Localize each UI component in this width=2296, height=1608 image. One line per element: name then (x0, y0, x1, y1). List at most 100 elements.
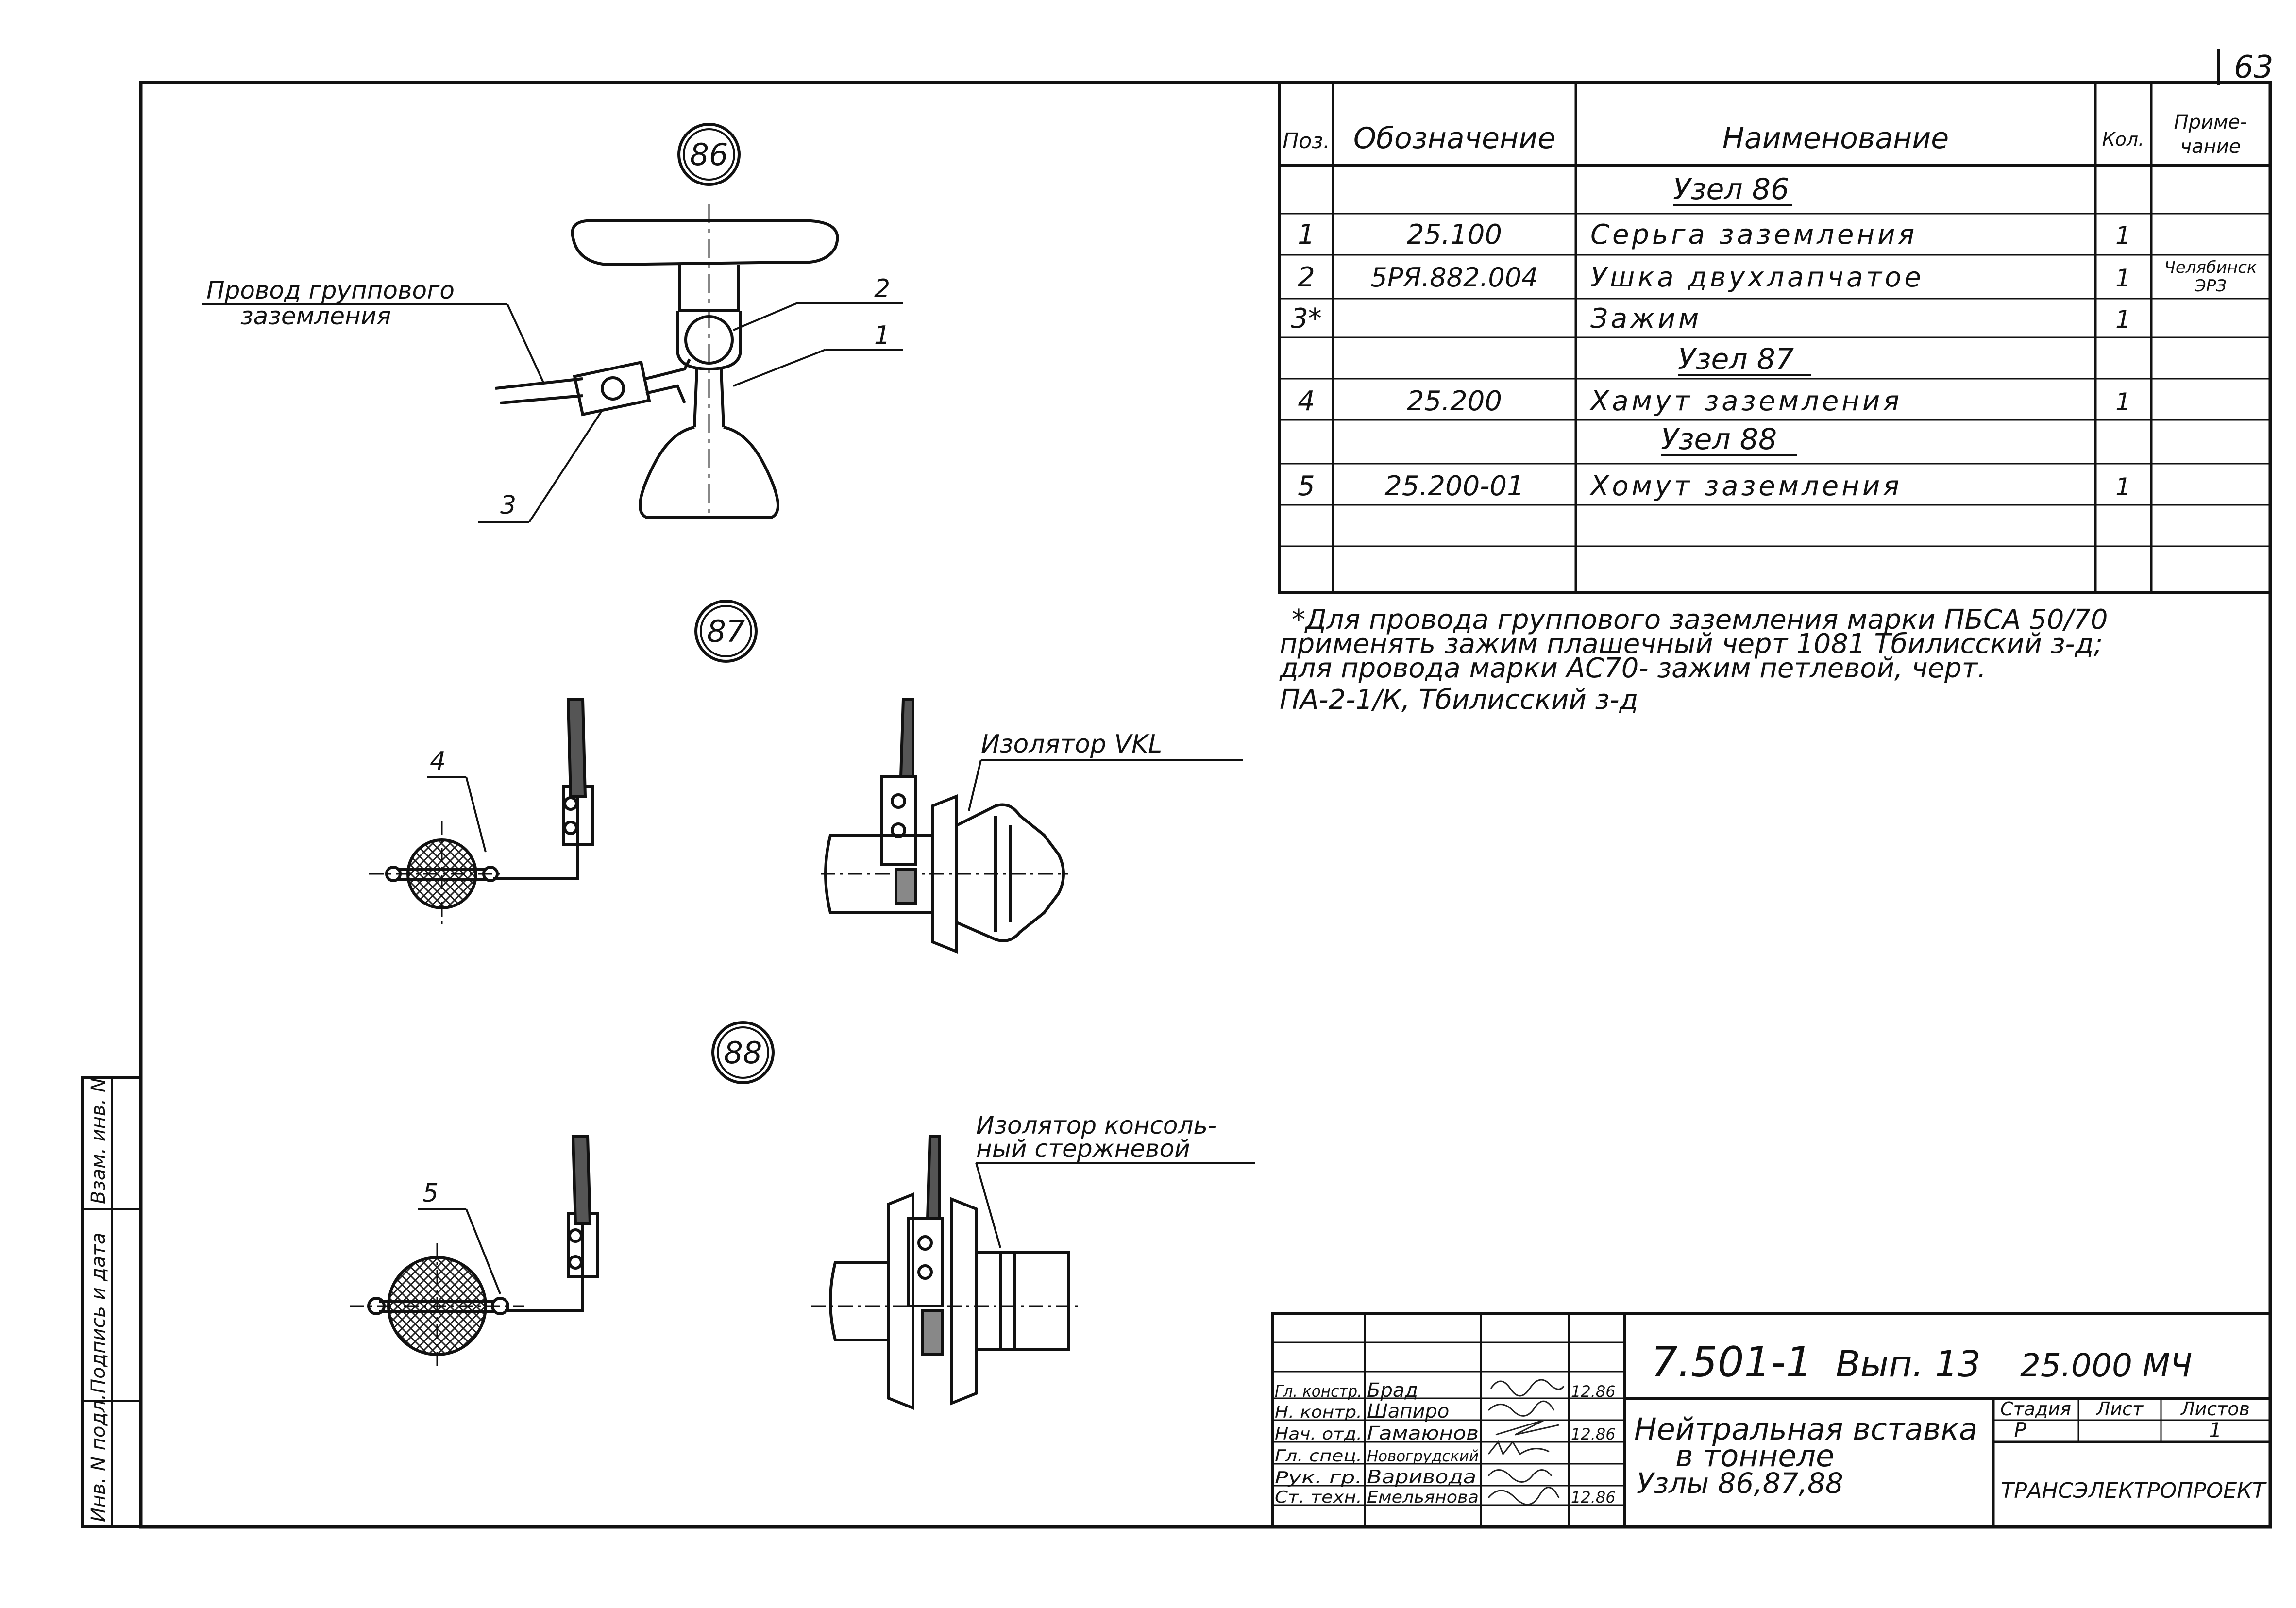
drawing-frame (139, 81, 2272, 1529)
footnote-line4: ПА-2-1/К, Тбилисский з-д (1280, 684, 1638, 716)
header-qty: Кол. (2102, 129, 2144, 150)
signature-5 (1487, 1487, 1560, 1506)
spec-table-grid (1278, 81, 2272, 594)
signature-4 (1487, 1469, 1553, 1483)
stamp-inventory-label: Инв. N подл. (87, 1394, 110, 1522)
doc-number: 25.000 МЧ (2020, 1347, 2192, 1384)
row-3-qty: 1 (2115, 305, 2131, 334)
title-block-text: 7.501-1 Вып. 13 25.000 МЧ Нейтральная вс… (1275, 1338, 2267, 1507)
callout-pos-4: 4 (430, 747, 446, 776)
footnote: *Для провода группового заземления марки… (1279, 604, 2108, 716)
row-2-designation: 5РЯ.882.004 (1371, 262, 1538, 293)
row-2-note-line2: ЭРЗ (2194, 276, 2227, 296)
title-line1: Нейтральная вставка (1634, 1411, 1977, 1447)
staff-3-name: Новогрудский (1367, 1447, 1479, 1465)
staff-0-role: Гл. констр. (1275, 1382, 1362, 1401)
node-88-labels: 88 5 Изолятор консоль- ный стержневой (422, 1035, 1216, 1208)
footnote-line1: *Для провода группового заземления марки… (1292, 604, 2108, 636)
callout-console-insulator-line2: ный стержневой (976, 1135, 1190, 1163)
spec-table-header: Поз. Обозначение Наименование Кол. Приме… (1283, 111, 2247, 158)
staff-4-name: Варивода (1367, 1466, 1476, 1488)
staff-1-role: Н. контр. (1275, 1403, 1362, 1422)
row-7-name: Хомут заземления (1589, 470, 1902, 502)
row-5-designation: 25.200 (1407, 385, 1502, 417)
page-number: 63 (2234, 50, 2273, 85)
staff-2-name: Гамаюнов (1367, 1423, 1479, 1444)
callout-pos-2: 2 (874, 274, 890, 303)
signature-2 (1495, 1419, 1559, 1436)
staff-5-name: Емельянова (1367, 1488, 1479, 1507)
node-88-callouts (418, 1162, 1255, 1294)
signature-1 (1487, 1400, 1555, 1417)
staff-2-role: Нач. отд. (1275, 1424, 1362, 1444)
row-1-pos: 1 (1298, 219, 1315, 251)
callout-wire-line2: заземления (240, 302, 391, 330)
row-2-pos: 2 (1298, 262, 1315, 293)
header-designation: Обозначение (1353, 121, 1555, 155)
node-87-number: 87 (707, 614, 745, 649)
title-line3: Узлы 86,87,88 (1637, 1467, 1843, 1500)
node-87-callouts (427, 759, 1243, 853)
row-7-qty: 1 (2115, 473, 2131, 501)
row-1-qty: 1 (2115, 221, 2131, 250)
footnote-line2: применять зажим плашечный черт 1081 Тбил… (1280, 628, 2103, 660)
doc-issue: Вып. 13 (1836, 1343, 1981, 1385)
row-5-name: Хамут заземления (1589, 385, 1902, 417)
staff-0-name: Брад (1367, 1379, 1418, 1402)
stamp-replace-label: Взам. инв. N (87, 1078, 110, 1204)
node-87-labels: 87 4 Изолятор VKL (430, 614, 1162, 776)
sheets-value: 1 (2209, 1418, 2222, 1442)
node-88-drawing (350, 1021, 1078, 1410)
stage-label: Стадия (2000, 1398, 2071, 1420)
organization: ТРАНСЭЛЕКТРОПРОЕКТ (2001, 1478, 2267, 1503)
spec-table-rows: Узел 86 1 25.100 Серьга заземления 1 2 5… (1291, 172, 2257, 502)
staff-5-date: 12.86 (1571, 1488, 1616, 1507)
row-1-name: Серьга заземления (1590, 219, 1917, 251)
row-section-88: Узел 88 (1661, 422, 1777, 456)
signature-3 (1487, 1440, 1550, 1456)
row-2-note-line1: Челябинск (2164, 258, 2257, 277)
callout-wire-line1: Провод группового (206, 276, 455, 304)
callout-insulator-vkl: Изолятор VKL (981, 730, 1162, 759)
header-note-line2: чание (2180, 135, 2241, 158)
row-7-pos: 5 (1298, 470, 1315, 502)
row-3-name: Зажим (1590, 303, 1702, 335)
row-7-designation: 25.200-01 (1384, 470, 1524, 502)
signature-0 (1490, 1379, 1565, 1397)
row-2-name: Ушка двухлапчатое (1590, 262, 1924, 293)
stamp-signature-label: Подпись и дата (87, 1233, 110, 1393)
staff-4-role: Рук. гр. (1275, 1468, 1362, 1488)
staff-1-name: Шапиро (1367, 1400, 1449, 1423)
footnote-line3: для провода марки АС70- зажим петлевой, … (1279, 653, 1986, 684)
node-86-number: 86 (690, 137, 728, 172)
staff-2-date: 12.86 (1571, 1425, 1616, 1443)
sheet-label: Лист (2095, 1398, 2144, 1420)
callout-console-insulator-line1: Изолятор консоль- (976, 1111, 1216, 1139)
header-name: Наименование (1722, 121, 1949, 155)
left-stamp: Инв. N подл. Подпись и дата Взам. инв. N (81, 1076, 142, 1528)
callout-pos-1: 1 (874, 321, 890, 350)
staff-3-role: Гл. спец. (1275, 1446, 1362, 1466)
row-1-designation: 25.100 (1407, 219, 1502, 251)
staff-5-role: Ст. техн. (1275, 1488, 1362, 1507)
node-86-labels: 86 Провод группового заземления 2 1 3 (206, 137, 890, 520)
stage-value: Р (2014, 1418, 2026, 1442)
row-5-pos: 4 (1298, 385, 1315, 417)
callout-pos-5: 5 (422, 1179, 439, 1208)
row-3-pos: 3* (1291, 303, 1322, 335)
row-2-qty: 1 (2115, 264, 2131, 292)
row-section-87: Узел 87 (1678, 342, 1794, 376)
page-number-box: 63 (2217, 49, 2273, 85)
title-line2: в тоннеле (1675, 1438, 1834, 1474)
header-note-line1: Приме- (2174, 111, 2247, 134)
callout-pos-3: 3 (500, 491, 516, 520)
node-88-number: 88 (724, 1035, 762, 1071)
row-section-86: Узел 86 (1673, 172, 1789, 206)
header-pos: Поз. (1283, 129, 1330, 153)
node-86-drawing (495, 123, 839, 519)
staff-0-date: 12.86 (1571, 1382, 1616, 1401)
sheets-label: Листов (2180, 1398, 2250, 1420)
doc-code: 7.501-1 (1651, 1338, 1812, 1387)
node-87-drawing (369, 600, 1068, 954)
